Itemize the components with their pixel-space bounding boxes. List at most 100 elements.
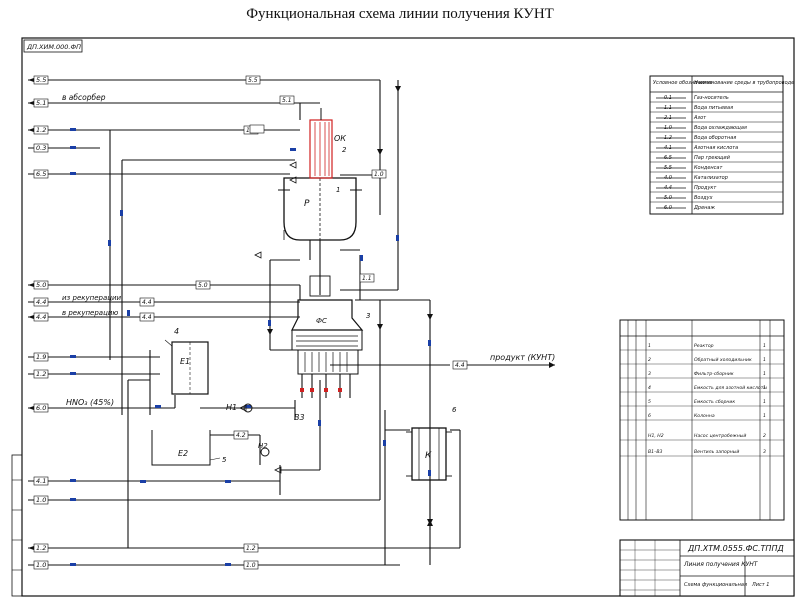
legend-code: 4.0 bbox=[664, 175, 672, 181]
line-label-4-4-mid-b: 4.4 bbox=[142, 314, 152, 321]
legend-name: Газ-носитель bbox=[694, 95, 729, 101]
tank-e2: Е2 5 bbox=[151, 430, 227, 466]
legend-code: 6.5 bbox=[664, 155, 672, 161]
tank-e2-label: Е2 bbox=[178, 449, 188, 458]
line-label-1-0-b: 1.0 bbox=[36, 561, 46, 569]
spec-qty: 1 bbox=[763, 413, 766, 419]
line-label-5-0-mid: 5.0 bbox=[198, 282, 208, 289]
legend-row: 1.1 Вода питьевая bbox=[650, 105, 783, 113]
line-label-5-0: 5.0 bbox=[36, 281, 46, 289]
spec-row: 4 Емкость для азотной кислоты 1 bbox=[620, 385, 784, 393]
spec-name: Колонна bbox=[694, 413, 715, 419]
line-label-5-5-left: 5.5 bbox=[36, 76, 46, 84]
legend-row: 4.4 Продукт bbox=[650, 185, 783, 193]
label-num1: 1 bbox=[336, 186, 340, 194]
line-label-1-0-right: 1.0 bbox=[374, 171, 384, 178]
legend-code: 1.2 bbox=[664, 135, 672, 141]
line-label-6-5: 6.5 bbox=[36, 170, 46, 178]
condenser-label: ОК bbox=[334, 134, 346, 143]
label-num2: 2 bbox=[342, 146, 347, 154]
spec-pos: 6 bbox=[648, 413, 651, 419]
spec-qty: 1 bbox=[763, 357, 766, 363]
title-block-sheet-type: Схема функциональная bbox=[684, 582, 747, 588]
spec-qty: 1 bbox=[763, 343, 766, 349]
spec-pos: 1 bbox=[648, 343, 651, 349]
filter-label: ФС bbox=[316, 317, 327, 325]
pump-n2: Н2 bbox=[258, 442, 270, 457]
legend-table: Условное обозначение Наименование среды … bbox=[649, 75, 794, 215]
spec-qty: 2 bbox=[763, 433, 766, 439]
pump-n1-label: Н1 bbox=[226, 403, 237, 412]
spec-qty: 1 bbox=[763, 399, 766, 405]
line-label-4-4-b: 4.4 bbox=[36, 313, 46, 321]
legend-row: 2.1 Азот bbox=[650, 115, 783, 123]
legend-row: 0.1 Газ-носитель bbox=[650, 95, 783, 103]
spec-pos: В1–В3 bbox=[648, 449, 663, 455]
line-label-5-5-mid: 5.5 bbox=[248, 77, 258, 84]
title-block: ДП.ХТМ.0555.ФС.ТППД Линия получения КУНТ… bbox=[619, 539, 795, 597]
spec-name: Вентиль запорный bbox=[694, 449, 739, 455]
pump-n1: Н1 bbox=[226, 403, 253, 413]
legend-name: Вода охлаждающая bbox=[694, 125, 747, 131]
legend-name: Пар греющий bbox=[694, 155, 731, 161]
line-label-4-2: 4.2 bbox=[236, 432, 246, 439]
legend-row: 5.5 Конденсат bbox=[650, 165, 783, 173]
spec-row: Н1, Н2 Насос центробежный 2 bbox=[620, 433, 784, 441]
spec-row: 1 Реактор 1 bbox=[620, 343, 784, 351]
line-label-4-4-mid-a: 4.4 bbox=[142, 299, 152, 306]
legend-row: 4.0 Катализатор bbox=[650, 175, 783, 183]
spec-pos: 5 bbox=[648, 399, 651, 405]
legend-code: 1.0 bbox=[664, 125, 672, 131]
spec-name: Емкость для азотной кислоты bbox=[694, 385, 767, 391]
legend-name: Дренаж bbox=[693, 205, 715, 211]
line-label-1-0-bottom: 1.0 bbox=[246, 562, 256, 569]
line-label-1-2-a: 1.2 bbox=[36, 126, 46, 134]
condenser-ok: ОК 2 bbox=[309, 108, 347, 179]
flow-markers bbox=[70, 128, 431, 566]
label-num5: 5 bbox=[222, 456, 227, 464]
spec-row: 2 Обратный холодильник 1 bbox=[620, 357, 784, 365]
line-label-6-0: 6.0 bbox=[36, 404, 46, 412]
spec-row: 5 Емкость сборник 1 bbox=[620, 399, 784, 407]
spec-pos: 3 bbox=[648, 371, 651, 377]
legend-code: 4.1 bbox=[664, 145, 672, 151]
line-label-1-1-right: 1.1 bbox=[362, 275, 372, 282]
line-label-0-3: 0.3 bbox=[36, 144, 46, 152]
spec-name: Обратный холодильник bbox=[694, 357, 752, 363]
legend-name: Воздух bbox=[694, 195, 713, 201]
valve-v3-label: В3 bbox=[294, 413, 305, 422]
label-num3: 3 bbox=[366, 312, 370, 320]
line-label-1-2-c: 1.2 bbox=[36, 544, 46, 552]
legend-code: 5.5 bbox=[664, 165, 672, 171]
legend-row: 1.0 Вода охлаждающая bbox=[650, 125, 783, 133]
left-stubs bbox=[28, 79, 460, 566]
product-label: продукт (КУНТ) bbox=[490, 353, 555, 362]
hno3-label: HNO₃ (45%) bbox=[66, 398, 114, 407]
title-block-title: Линия получения КУНТ bbox=[683, 561, 759, 568]
legend-name: Азотная кислота bbox=[693, 145, 738, 151]
line-label-1-2-b: 1.2 bbox=[36, 370, 46, 378]
label-num4: 4 bbox=[174, 327, 179, 336]
tank-e1: Е1 4 bbox=[164, 327, 209, 395]
legend-header-name: Наименование среды в трубопроводе bbox=[694, 80, 794, 86]
legend-row: 6.5 Пар греющий bbox=[650, 155, 783, 163]
legend-name: Продукт bbox=[694, 185, 717, 191]
legend-row: 1.2 Вода оборотная bbox=[650, 135, 783, 143]
column-k: К 6 bbox=[406, 406, 457, 481]
legend-name: Катализатор bbox=[694, 175, 728, 181]
legend-code: 6.0 bbox=[664, 205, 672, 211]
spec-row: 6 Колонна 1 bbox=[620, 413, 784, 421]
legend-name: Вода питьевая bbox=[694, 105, 733, 111]
line-label-1-0-a: 1.0 bbox=[36, 496, 46, 504]
spec-pos: Н1, Н2 bbox=[648, 433, 664, 439]
spec-name: Реактор bbox=[694, 343, 714, 349]
spec-qty: 1 bbox=[763, 385, 766, 391]
legend-row: 5.0 Воздух bbox=[650, 195, 783, 203]
absorber-label: в абсорбер bbox=[62, 93, 106, 102]
line-label-1-2-bottom: 1.2 bbox=[246, 545, 256, 552]
pump-n2-label: Н2 bbox=[258, 442, 268, 450]
legend-row: 4.1 Азотная кислота bbox=[650, 145, 783, 153]
legend-code: 5.0 bbox=[664, 195, 672, 201]
spec-row: 3 Фильтр-сборник 1 bbox=[620, 371, 784, 379]
